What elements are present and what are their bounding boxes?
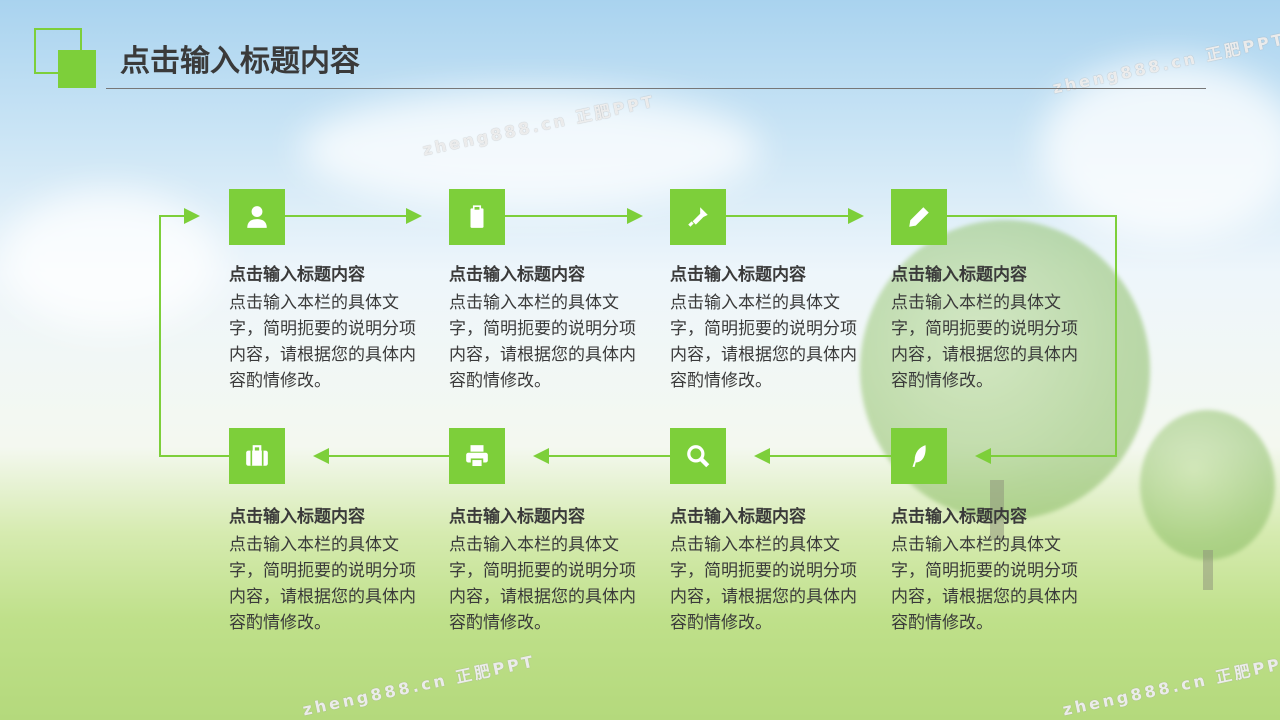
title-divider (106, 88, 1206, 89)
step-8: 点击输入标题内容点击输入本栏的具体文字，简明扼要的说明分项内容，请根据您的具体内… (229, 506, 429, 636)
pencil-icon (891, 189, 947, 245)
logo-filled-square (58, 50, 96, 88)
printer-icon (449, 428, 505, 484)
step-2: 点击输入标题内容点击输入本栏的具体文字，简明扼要的说明分项内容，请根据您的具体内… (449, 264, 649, 394)
step-title: 点击输入标题内容 (449, 507, 585, 527)
briefcase-icon (229, 428, 285, 484)
feather-icon (891, 428, 947, 484)
step-body: 点击输入本栏的具体文字，简明扼要的说明分项内容，请根据您的具体内容酌情修改。 (891, 535, 1078, 633)
page-title: 点击输入标题内容 (120, 44, 360, 79)
step-title: 点击输入标题内容 (891, 265, 1027, 285)
arrow (159, 208, 229, 457)
step-6: 点击输入标题内容点击输入本栏的具体文字，简明扼要的说明分项内容，请根据您的具体内… (670, 506, 870, 636)
step-3: 点击输入标题内容点击输入本栏的具体文字，简明扼要的说明分项内容，请根据您的具体内… (670, 264, 870, 394)
step-body: 点击输入本栏的具体文字，简明扼要的说明分项内容，请根据您的具体内容酌情修改。 (229, 293, 416, 391)
user-icon (229, 189, 285, 245)
step-title: 点击输入标题内容 (891, 507, 1027, 527)
flashlight-icon (670, 189, 726, 245)
clipboard-icon (449, 189, 505, 245)
step-1: 点击输入标题内容点击输入本栏的具体文字，简明扼要的说明分项内容，请根据您的具体内… (229, 264, 429, 394)
step-title: 点击输入标题内容 (449, 265, 585, 285)
step-body: 点击输入本栏的具体文字，简明扼要的说明分项内容，请根据您的具体内容酌情修改。 (891, 293, 1078, 391)
step-title: 点击输入标题内容 (670, 507, 806, 527)
step-title: 点击输入标题内容 (670, 265, 806, 285)
step-body: 点击输入本栏的具体文字，简明扼要的说明分项内容，请根据您的具体内容酌情修改。 (449, 535, 636, 633)
step-title: 点击输入标题内容 (229, 507, 365, 527)
step-body: 点击输入本栏的具体文字，简明扼要的说明分项内容，请根据您的具体内容酌情修改。 (670, 293, 857, 391)
arrow (947, 215, 1117, 464)
search-icon (670, 428, 726, 484)
step-5: 点击输入标题内容点击输入本栏的具体文字，简明扼要的说明分项内容，请根据您的具体内… (891, 506, 1091, 636)
step-title: 点击输入标题内容 (229, 265, 365, 285)
step-body: 点击输入本栏的具体文字，简明扼要的说明分项内容，请根据您的具体内容酌情修改。 (670, 535, 857, 633)
step-4: 点击输入标题内容点击输入本栏的具体文字，简明扼要的说明分项内容，请根据您的具体内… (891, 264, 1091, 394)
tree-small (1140, 410, 1275, 560)
step-body: 点击输入本栏的具体文字，简明扼要的说明分项内容，请根据您的具体内容酌情修改。 (229, 535, 416, 633)
step-7: 点击输入标题内容点击输入本栏的具体文字，简明扼要的说明分项内容，请根据您的具体内… (449, 506, 649, 636)
step-body: 点击输入本栏的具体文字，简明扼要的说明分项内容，请根据您的具体内容酌情修改。 (449, 293, 636, 391)
